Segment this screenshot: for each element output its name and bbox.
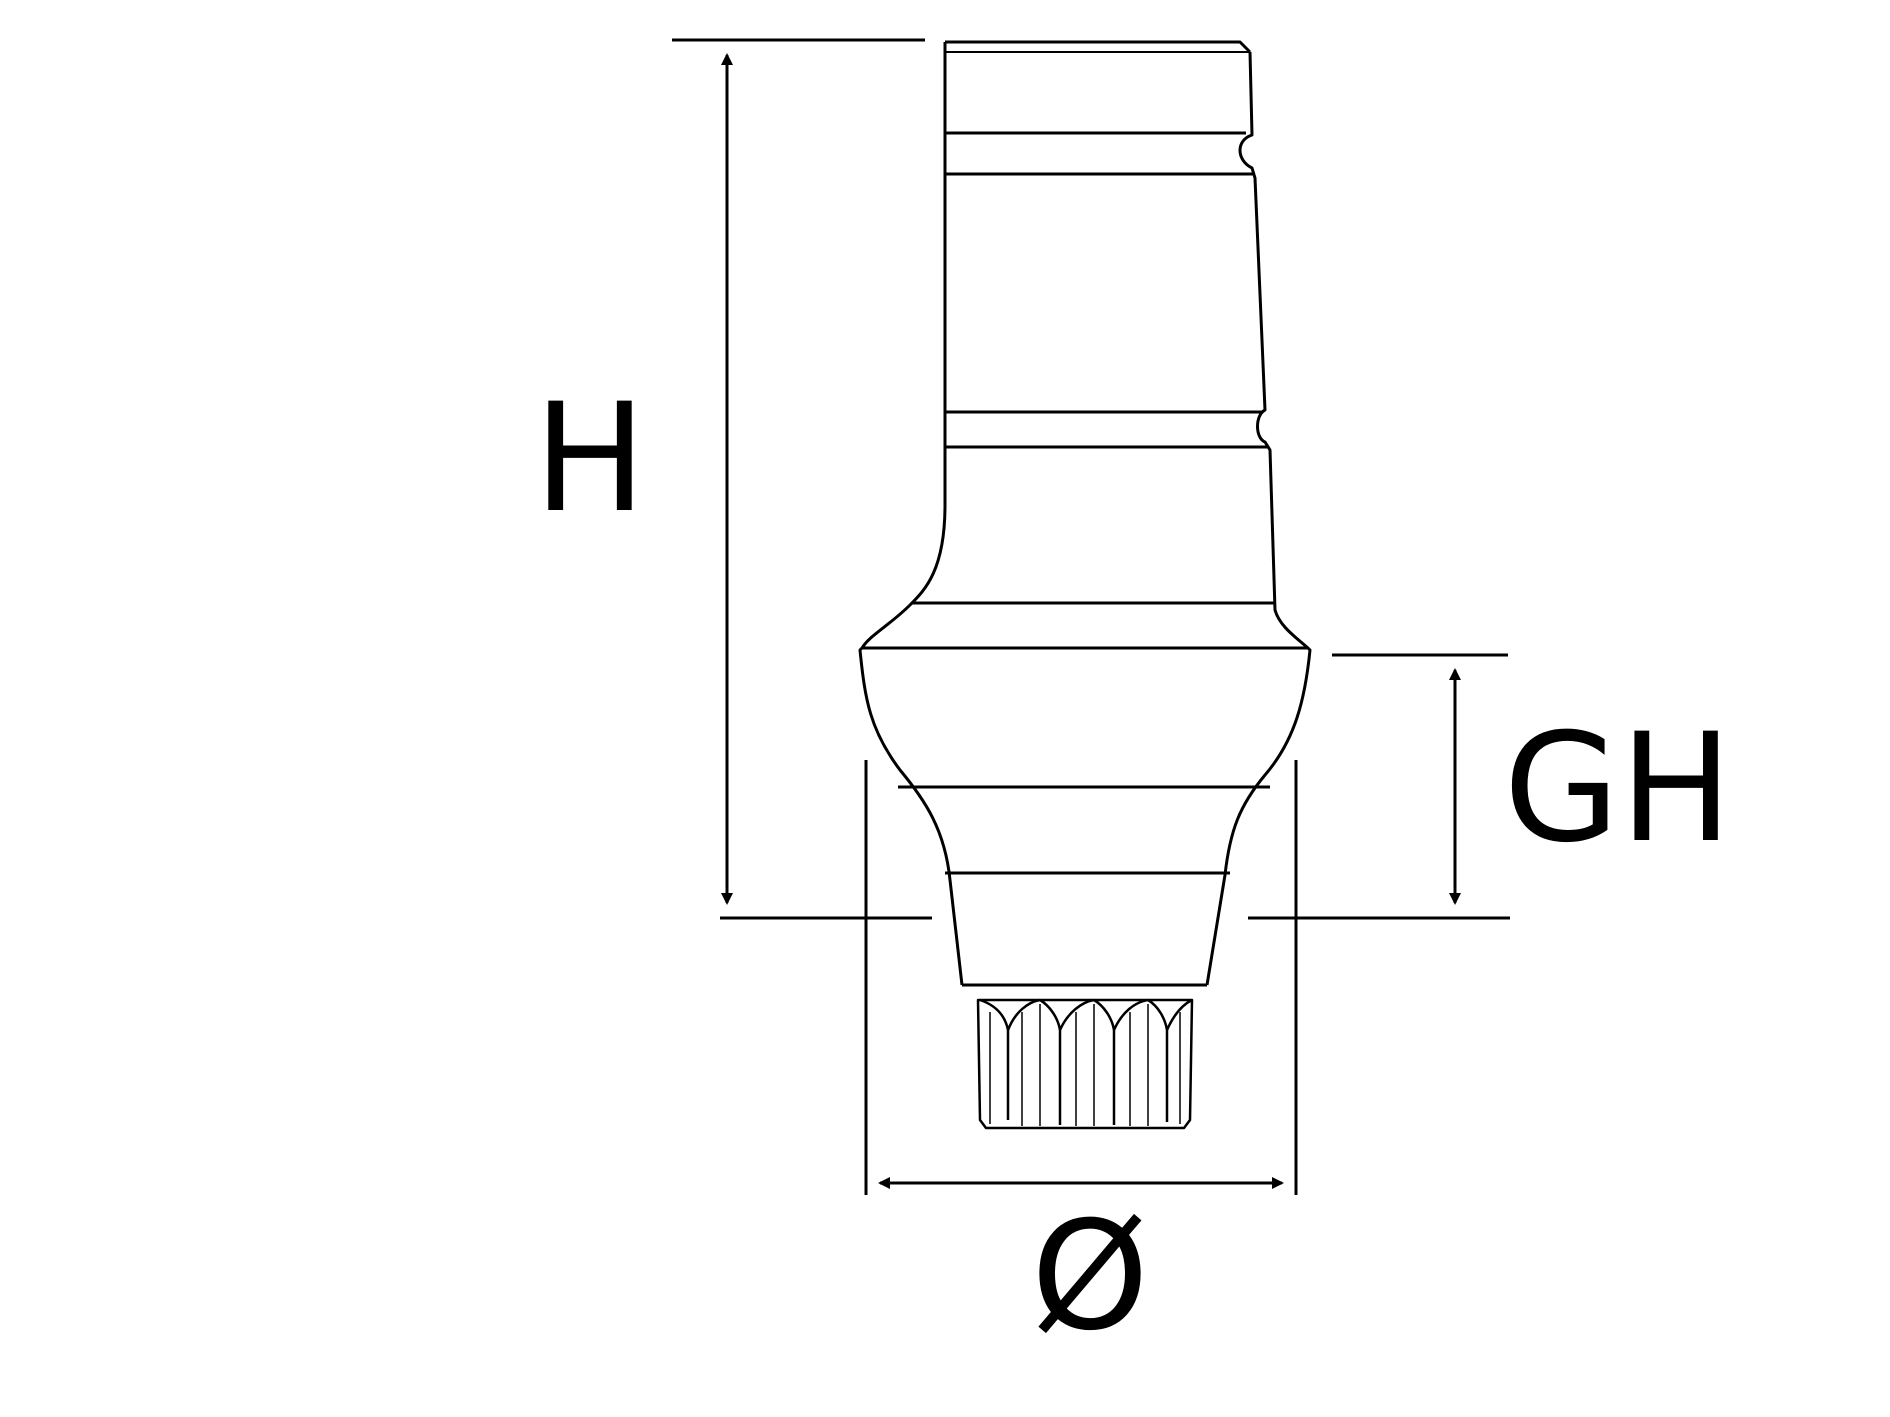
abutment-left-profile xyxy=(858,42,964,986)
gingival-height-label: GH xyxy=(1503,702,1732,876)
abutment-top-edge xyxy=(945,40,1252,54)
spline-face-4 xyxy=(1058,998,1095,1031)
spline-face-3 xyxy=(1039,998,1062,1125)
spline-face-6 xyxy=(1112,998,1149,1031)
height-label: H xyxy=(534,372,647,546)
spline-face-7 xyxy=(1147,998,1169,1122)
spline-face-2 xyxy=(1006,998,1041,1031)
spline-face-8 xyxy=(1165,998,1193,1031)
dimension-height xyxy=(672,38,932,920)
abutment-right-profile xyxy=(1205,51,1312,986)
spline-face-5 xyxy=(1093,998,1116,1125)
spline-face-1 xyxy=(979,998,1010,1120)
dimension-gingival-height xyxy=(1248,653,1510,920)
abutment-body xyxy=(858,40,1312,987)
diameter-label: Ø xyxy=(1031,1190,1149,1364)
hex-outline xyxy=(976,998,1194,1130)
dimension-diameter xyxy=(864,760,1298,1195)
connection-hex xyxy=(976,998,1194,1130)
